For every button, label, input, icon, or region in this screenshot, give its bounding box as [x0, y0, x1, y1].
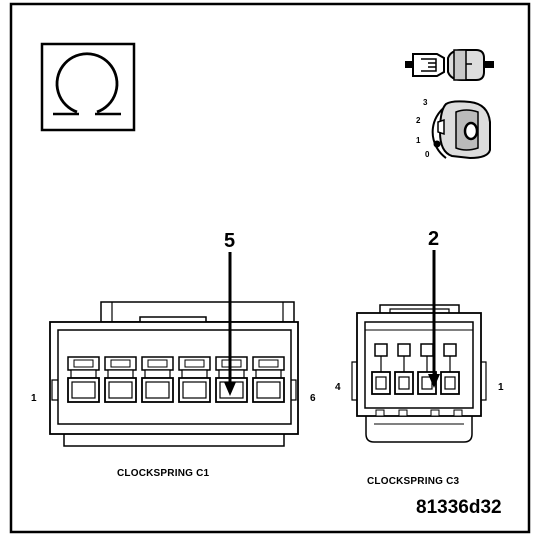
c3-pin-label-left: 4 [335, 382, 341, 393]
ignition-position-0: 0 [425, 150, 430, 159]
diagram-border [9, 2, 531, 534]
connector-icon [405, 49, 494, 81]
c3-pin-label-right: 1 [498, 382, 504, 393]
c1-pin-label-right: 6 [310, 393, 316, 404]
ignition-position-2: 2 [416, 116, 421, 125]
callout-number-c1: 5 [224, 230, 236, 252]
c1-cavity [178, 356, 211, 403]
callout-arrow-c1 [224, 252, 236, 396]
connector-c3 [351, 304, 487, 443]
ignition-position-1: 1 [416, 136, 421, 145]
ignition-position-3: 3 [423, 98, 428, 107]
caption-clockspring-c3: CLOCKSPRING C3 [367, 476, 460, 487]
connector-c1-cavities [67, 356, 285, 403]
c1-cavity [67, 356, 100, 403]
figure-code: 81336d32 [416, 497, 502, 518]
c3-cavity [371, 343, 391, 395]
c1-pin-label-left: 1 [31, 393, 37, 404]
ignition-key-icon [431, 100, 491, 160]
c1-cavity [252, 356, 285, 403]
c1-cavity [104, 356, 137, 403]
ohmmeter-icon [40, 42, 136, 132]
caption-clockspring-c1: CLOCKSPRING C1 [117, 468, 210, 479]
callout-number-c3: 2 [428, 228, 440, 250]
c1-cavity [141, 356, 174, 403]
c3-cavity [440, 343, 460, 395]
c3-cavity [394, 343, 414, 395]
connector-c3-cavities [371, 343, 460, 395]
callout-arrow-c3 [428, 250, 440, 388]
